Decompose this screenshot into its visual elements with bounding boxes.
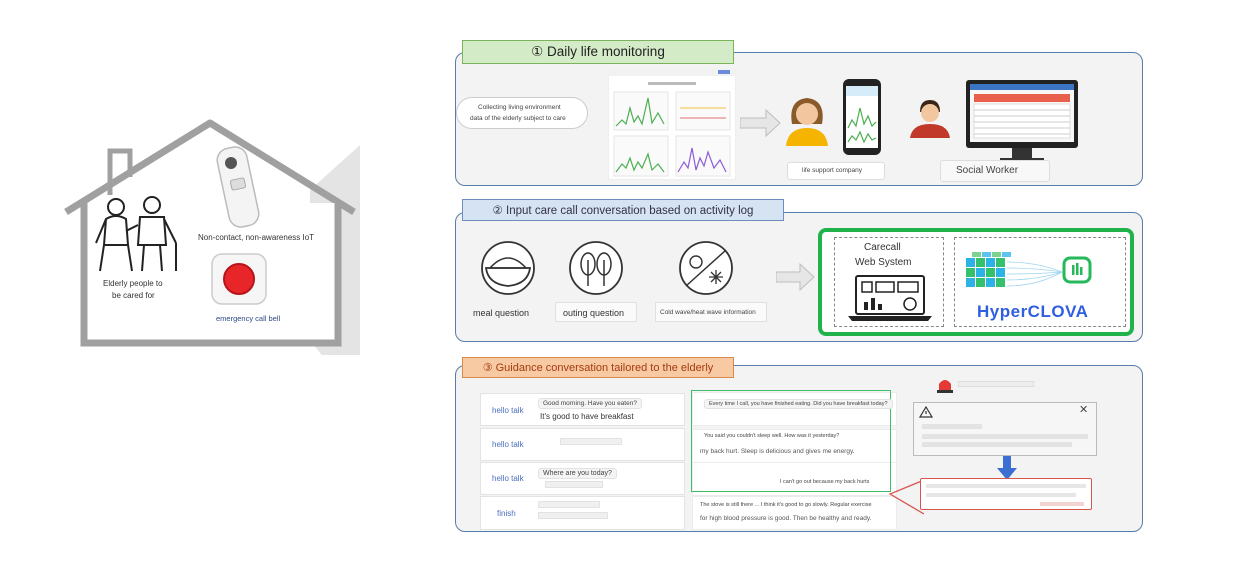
alert-message-line3 [1040,502,1084,506]
social-worker-box [940,160,1050,182]
elderly-label-line2: be cared for [112,291,155,300]
arrow-right-icon [740,108,781,138]
chat-label-2: hello talk [492,440,524,449]
siren-caption [958,381,1034,387]
chat-row4-bubble2 [538,512,608,519]
house-illustration [64,119,360,355]
response2-line1: You said you couldn't sleep well. How wa… [704,433,840,439]
company-label-box [787,162,885,180]
section2-title: ② Input care call conversation based on … [462,199,784,221]
elderly-label-line1: Elderly people to [103,279,163,288]
dashboard-screenshot [608,68,736,180]
section1-title: ① Daily life monitoring [462,40,734,64]
alert-dialog-line3 [922,442,1072,447]
collect-line1: Collecting living environment [478,104,561,111]
carecall-line2: Web System [855,257,912,268]
collect-line2: data of the elderly subject to care [470,115,566,122]
chat-row1-line2: It's good to have breakfast [540,412,634,421]
iot-device-label: Non-contact, non-awareness IoT [198,233,315,242]
response1-line1: Every time I call, you have finished eat… [704,399,893,409]
close-icon[interactable]: ✕ [1079,404,1089,416]
chat-label-3: hello talk [492,474,524,483]
chat-row3-bubble2 [545,481,603,488]
arrow-right-icon-2 [776,262,815,292]
siren-icon [937,380,953,393]
hyperclova-logo: HyperCLOVA [977,302,1089,321]
alert-dialog-line2 [922,434,1088,439]
response-row-2 [692,429,897,463]
section3-title: ③ Guidance conversation tailored to the … [462,357,734,378]
carecall-box [834,237,944,327]
iot-sensor-device [216,146,260,228]
carecall-line1: Carecall [864,242,901,253]
outing-label-box [555,302,637,322]
chat-row4-bubble1 [538,501,600,508]
monitor-icon [966,80,1078,162]
arrow-down-icon [997,456,1017,480]
chat-label-4: finish [497,509,516,518]
response3-line2: I can't go out because my back hurts [780,479,870,485]
chat-label-1: hello talk [492,406,524,415]
response-row-4 [692,496,897,530]
alert-message-line2 [926,493,1076,497]
rice-bowl-icon [481,241,535,295]
coldwave-label-box [655,302,767,322]
response4-line1: The stove is still there ... I think it'… [700,502,872,508]
elderly-people-icon [95,196,177,272]
chat-row1-line1: Good morning. Have you eaten? [538,398,642,409]
collect-data-box [456,97,588,129]
company-label: life support company [802,167,862,174]
smartphone-icon [843,79,881,155]
social-worker-person-icon [910,100,950,138]
neural-cube-icon [966,252,1092,287]
outing-label: outing question [563,308,625,318]
response2-line2: my back hurt. Sleep is delicious and giv… [700,448,855,455]
highlight-green-box [691,390,891,492]
life-support-person-icon [786,98,828,146]
coldwave-label: Cold wave/heat wave information [660,309,756,316]
response-row-3 [692,462,897,496]
alert-message-line1 [926,484,1086,488]
warning-icon [919,406,933,418]
response4-line2: for high blood pressure is good. Then be… [700,515,872,522]
bell-label: emergency call bell [216,314,281,323]
laptop-dashboard-icon [848,275,932,321]
social-worker-label: Social Worker [956,165,1019,176]
meal-label: meal question [473,308,530,318]
weather-icon [679,241,733,295]
chat-row2-bubble [560,438,622,445]
alert-dialog-line1 [922,424,982,429]
trees-icon [569,241,623,295]
response-row-1 [692,392,897,426]
chat-row3-line1: Where are you today? [538,468,617,479]
red-callout-pointer [888,479,924,515]
emergency-bell-icon [211,253,267,305]
alert-dialog [913,402,1097,456]
hyperclova-box [954,237,1126,327]
